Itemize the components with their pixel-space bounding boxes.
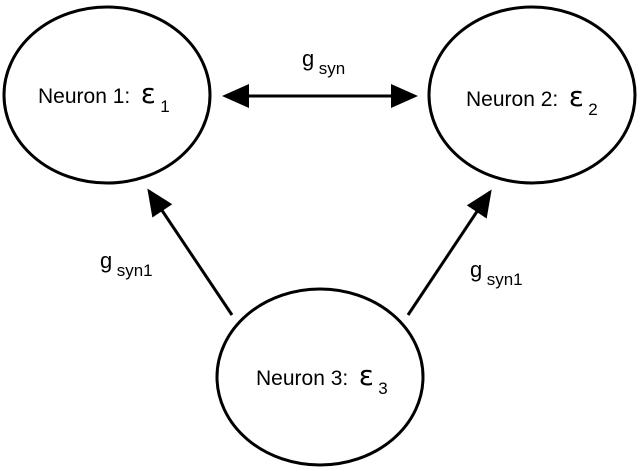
svg-text:g syn: g syn xyxy=(302,46,345,78)
neuron-3-symbol: ε xyxy=(359,359,374,392)
neuron-1-node: Neuron 1: ε 1 xyxy=(2,5,212,185)
svg-text:g syn1: g syn1 xyxy=(470,257,523,289)
neuron-3-node: Neuron 3: ε 3 xyxy=(215,287,425,467)
arrow-3-to-1 xyxy=(147,188,234,316)
edge-3-2-subscript: syn1 xyxy=(487,270,523,289)
neuron-1-circle xyxy=(2,5,212,185)
neuron-2-symbol: ε xyxy=(569,80,584,113)
edge-3-2-label: g xyxy=(470,257,482,282)
neuron-2-node: Neuron 2: ε 2 xyxy=(427,5,637,185)
neuron-3-label: Neuron 3: xyxy=(256,367,348,390)
edge-3-1: g syn1 xyxy=(100,188,234,316)
svg-text:g syn1: g syn1 xyxy=(100,248,153,280)
edge-3-1-label: g xyxy=(100,248,112,273)
edge-1-2: g syn xyxy=(222,46,418,108)
neuron-2-circle xyxy=(427,5,637,185)
edge-3-2: g syn1 xyxy=(406,189,523,316)
edge-1-2-label: g xyxy=(302,46,314,71)
svg-text:Neuron 2: ε 2: Neuron 2: ε 2 xyxy=(466,80,598,119)
neuron-3-circle xyxy=(215,287,425,467)
svg-text:Neuron 1: ε 1: Neuron 1: ε 1 xyxy=(38,77,170,116)
edge-3-1-subscript: syn1 xyxy=(117,261,153,280)
neuron-2-subscript: 2 xyxy=(588,100,597,119)
svg-text:Neuron 3: ε 3: Neuron 3: ε 3 xyxy=(256,359,388,398)
neuron-2-label: Neuron 2: xyxy=(466,88,558,111)
neuron-1-label: Neuron 1: xyxy=(38,85,130,108)
neuron-3-subscript: 3 xyxy=(378,379,387,398)
edge-1-2-subscript: syn xyxy=(319,59,345,78)
arrow-3-to-2 xyxy=(406,189,492,316)
neuron-1-symbol: ε xyxy=(141,77,156,110)
neuron-1-subscript: 1 xyxy=(160,97,169,116)
